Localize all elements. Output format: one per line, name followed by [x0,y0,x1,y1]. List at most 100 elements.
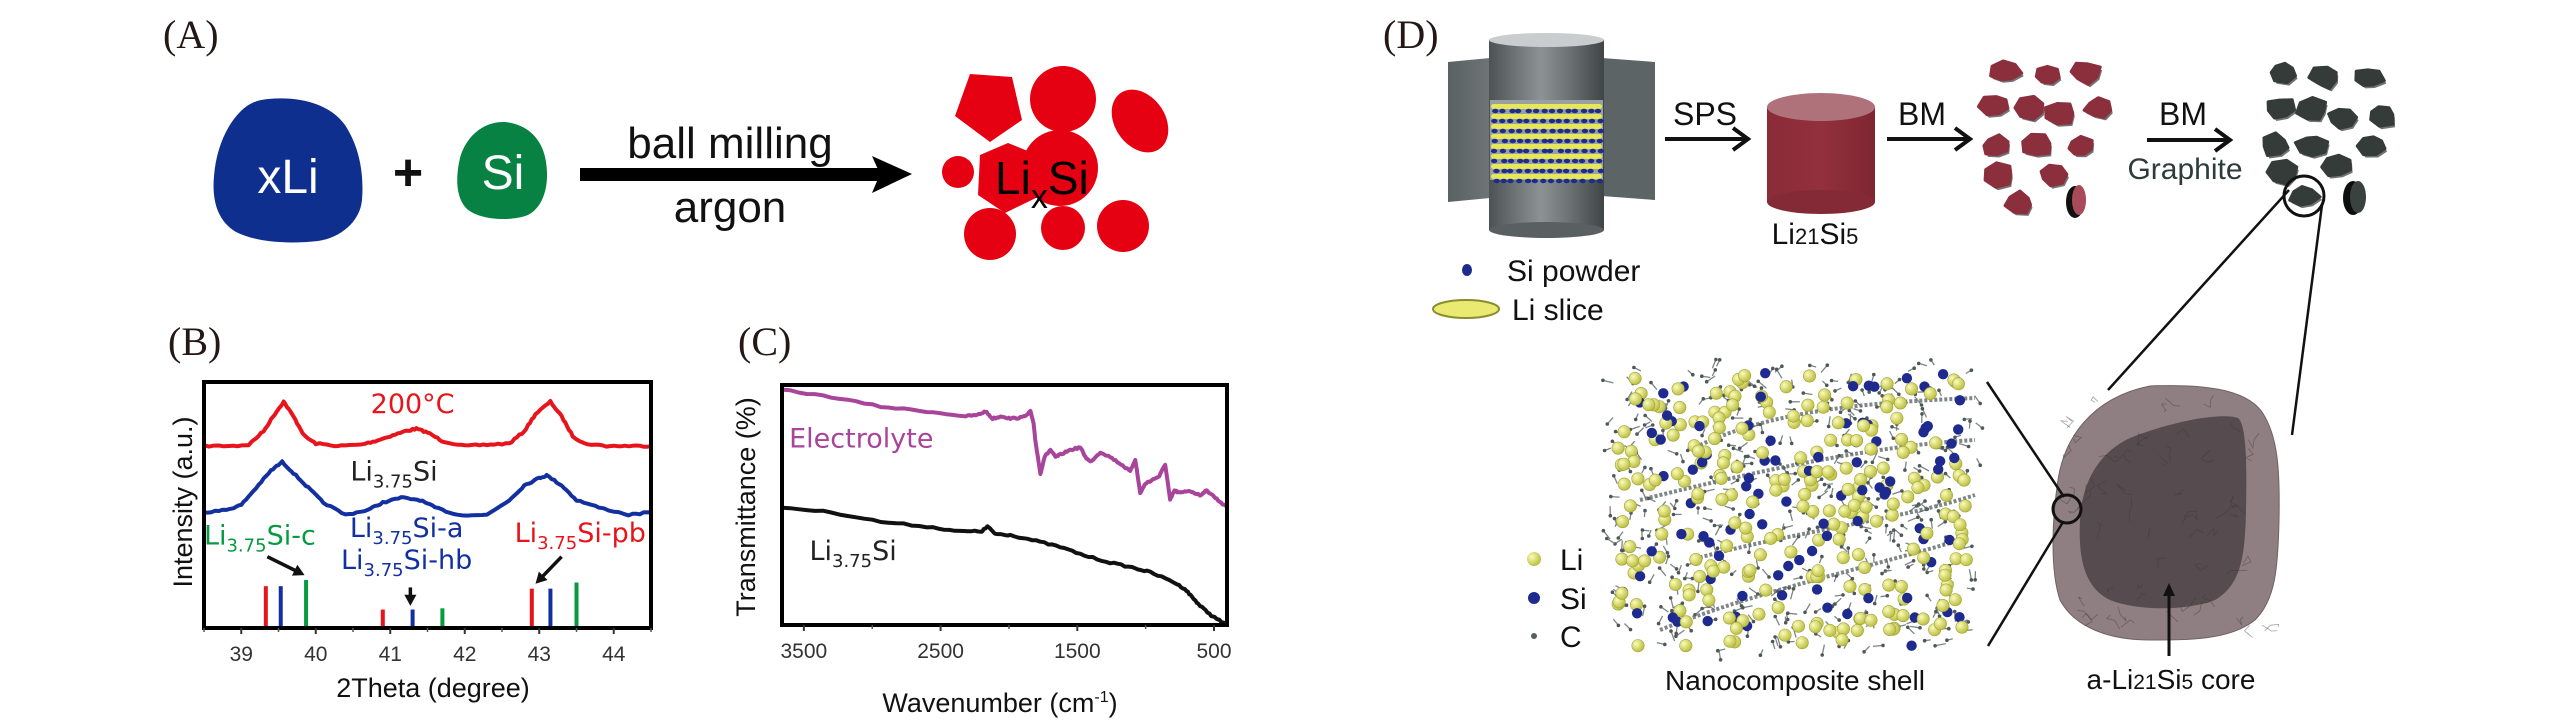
si-particle [1516,128,1523,134]
alloy-particle [2013,94,2045,123]
c-atom [1771,366,1775,371]
c-atom [1616,536,1621,540]
si-atom [1794,554,1805,566]
c-atom [1858,409,1863,413]
x-tick-label: 42 [453,643,476,666]
si-particle [1539,158,1546,164]
li-atom [1816,400,1830,414]
c-atom [1657,566,1662,570]
li-layer [1491,154,1602,159]
c-atom [1690,576,1695,581]
c-atom [1696,506,1700,510]
c-atom [1820,653,1824,657]
series-line-0 [204,399,651,449]
li-atom-icon [1527,552,1541,566]
si-particle [1541,108,1548,114]
c-atom [1815,419,1819,423]
c-atom [1978,463,1982,468]
c-atom [1647,580,1652,584]
texture-vein [2067,505,2082,514]
si-atom [1818,518,1829,529]
c-atom [1923,499,1927,503]
li-atom [1850,434,1864,448]
legend-si-powder-label: Si powder [1507,255,1640,288]
si-particle [1516,118,1523,124]
si-particle [1547,158,1555,164]
li-atom [1796,499,1810,513]
c-atom [1859,524,1863,529]
c-atom [1933,644,1937,648]
c-atom [1803,610,1807,615]
c-atom [1654,542,1659,546]
c-atom [1943,471,1948,476]
si-atom [1676,528,1687,540]
texture-vein [2158,455,2169,467]
si-atom [1770,455,1781,466]
li-atom [1940,488,1954,502]
si-particle [1524,128,1531,134]
c-atom [1872,553,1876,557]
c-atom [1751,619,1756,624]
c-atom [1785,617,1790,622]
c-atom [1663,642,1667,647]
coated-particles [2262,61,2395,215]
li-atom [1759,583,1773,597]
li-atom [1728,516,1742,530]
c-atom [1863,460,1868,464]
si-particle [1490,158,1498,164]
x-axis-label-c: Wavenumber (cm-1) [882,688,1117,718]
li-atom [1615,552,1629,566]
li-atom [1837,622,1851,636]
c-atom [1903,468,1907,472]
annotation-arrow [266,555,300,574]
c-atom [1817,495,1821,500]
li21si5-ingot [1767,93,1875,214]
c-atom [1945,638,1949,642]
li-atom [1738,369,1752,383]
c-atom [1608,513,1613,518]
c-atom [1850,576,1855,581]
li-atom [1709,386,1723,400]
texture-vein [2244,448,2254,462]
texture-vein [2077,610,2099,621]
annotation-tail: Si-pb [577,518,646,549]
x-tick-label: 3500 [781,640,828,663]
alloy-particle [2021,132,2052,158]
si-particle [1507,158,1515,164]
si-atom [1757,519,1768,530]
c-atom [1838,410,1843,415]
li-atom [1841,482,1855,496]
c-atom [1666,554,1671,559]
li-atom [1653,550,1667,564]
c-atom [1813,610,1818,614]
li-atom [1692,444,1706,458]
si-particle [1524,168,1531,174]
si-particle [1516,168,1523,174]
si-atom [1937,369,1949,380]
si-atom [1773,570,1784,581]
li-atom [1895,432,1909,446]
c-atom [1649,466,1653,471]
texture-vein [2230,496,2237,509]
x-tick-label: 44 [602,643,626,666]
li-atom [1623,499,1637,513]
c-bond [1776,636,1782,647]
x-tick-label: 39 [230,643,253,666]
li-atom [1714,471,1728,485]
li-atom [1671,382,1685,396]
c-atom [1899,533,1904,537]
c-atom [1616,623,1621,628]
si-particle [1509,138,1516,144]
si-atom [1880,486,1892,498]
si-particle [1523,158,1530,164]
step-bm-label: BM [1898,96,1946,132]
texture-vein [2241,555,2252,567]
panel-label-b: (B) [168,319,221,364]
li-atom [1835,633,1849,647]
si-atom [1954,612,1965,623]
si-atom [1869,381,1880,392]
li-atom [1810,465,1824,479]
texture-vein [2107,587,2114,593]
li-atom [1715,492,1729,506]
